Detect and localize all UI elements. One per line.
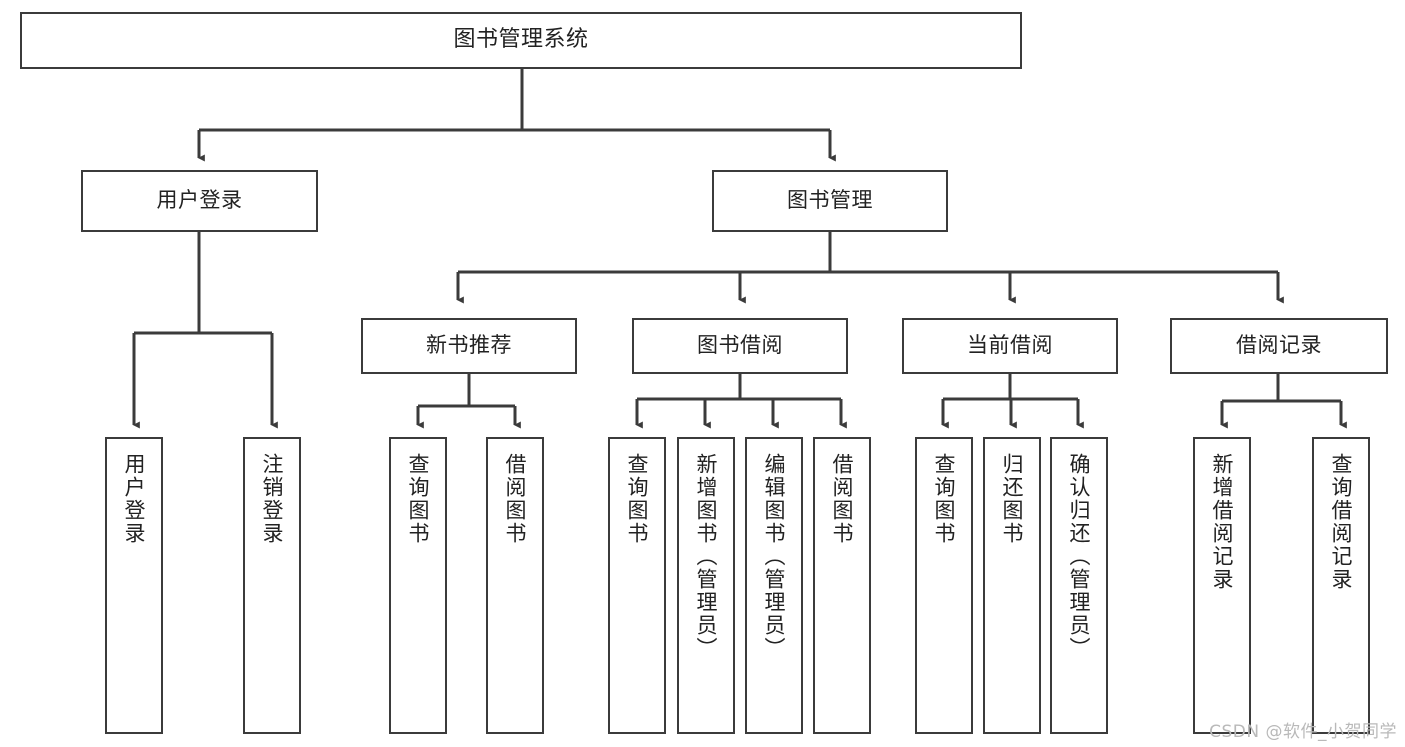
- node-label: 查询图书: [932, 453, 957, 545]
- node-label: 借阅图书: [830, 453, 855, 545]
- node-user-login[interactable]: 用户登录: [81, 170, 318, 232]
- leaf-user-logout[interactable]: 注销登录: [243, 437, 301, 734]
- node-label: 图书借阅: [697, 333, 783, 358]
- node-label: 新书推荐: [426, 333, 512, 358]
- leaf-query-book-recommend[interactable]: 查询图书: [389, 437, 447, 734]
- node-label: 当前借阅: [967, 333, 1053, 358]
- watermark-text: CSDN @软件_小贺同学: [1209, 722, 1397, 742]
- node-label: 新增借阅记录: [1210, 453, 1235, 591]
- node-label: 用户登录: [122, 453, 147, 545]
- leaf-query-book-current[interactable]: 查询图书: [915, 437, 973, 734]
- node-label: 图书管理: [787, 188, 873, 213]
- node-root-system[interactable]: 图书管理系统: [20, 12, 1022, 69]
- node-label: 查询图书: [406, 453, 431, 545]
- node-label: 归还图书: [1000, 453, 1025, 545]
- node-label: 编辑图书（管理员）: [762, 453, 787, 660]
- node-label: 借阅记录: [1236, 333, 1322, 358]
- leaf-edit-book[interactable]: 编辑图书（管理员）: [745, 437, 803, 734]
- leaf-user-login[interactable]: 用户登录: [105, 437, 163, 734]
- node-label: 借阅图书: [503, 453, 528, 545]
- node-book-borrow[interactable]: 图书借阅: [632, 318, 848, 374]
- node-label: 注销登录: [260, 453, 285, 545]
- node-label: 新增图书（管理员）: [694, 453, 719, 660]
- leaf-query-borrow-record[interactable]: 查询借阅记录: [1312, 437, 1370, 734]
- node-label: 用户登录: [156, 188, 243, 213]
- leaf-query-book-borrow[interactable]: 查询图书: [608, 437, 666, 734]
- node-current-borrow[interactable]: 当前借阅: [902, 318, 1118, 374]
- leaf-add-borrow-record[interactable]: 新增借阅记录: [1193, 437, 1251, 734]
- node-borrow-record[interactable]: 借阅记录: [1170, 318, 1388, 374]
- node-label: 查询图书: [625, 453, 650, 545]
- leaf-borrow-book-recommend[interactable]: 借阅图书: [486, 437, 544, 734]
- node-label: 图书管理系统: [453, 27, 589, 53]
- node-label: 查询借阅记录: [1329, 453, 1354, 591]
- node-book-manage[interactable]: 图书管理: [712, 170, 948, 232]
- leaf-add-book[interactable]: 新增图书（管理员）: [677, 437, 735, 734]
- node-new-book-recommend[interactable]: 新书推荐: [361, 318, 577, 374]
- leaf-borrow-book[interactable]: 借阅图书: [813, 437, 871, 734]
- node-label: 确认归还（管理员）: [1067, 453, 1092, 660]
- leaf-confirm-return[interactable]: 确认归还（管理员）: [1050, 437, 1108, 734]
- leaf-return-book[interactable]: 归还图书: [983, 437, 1041, 734]
